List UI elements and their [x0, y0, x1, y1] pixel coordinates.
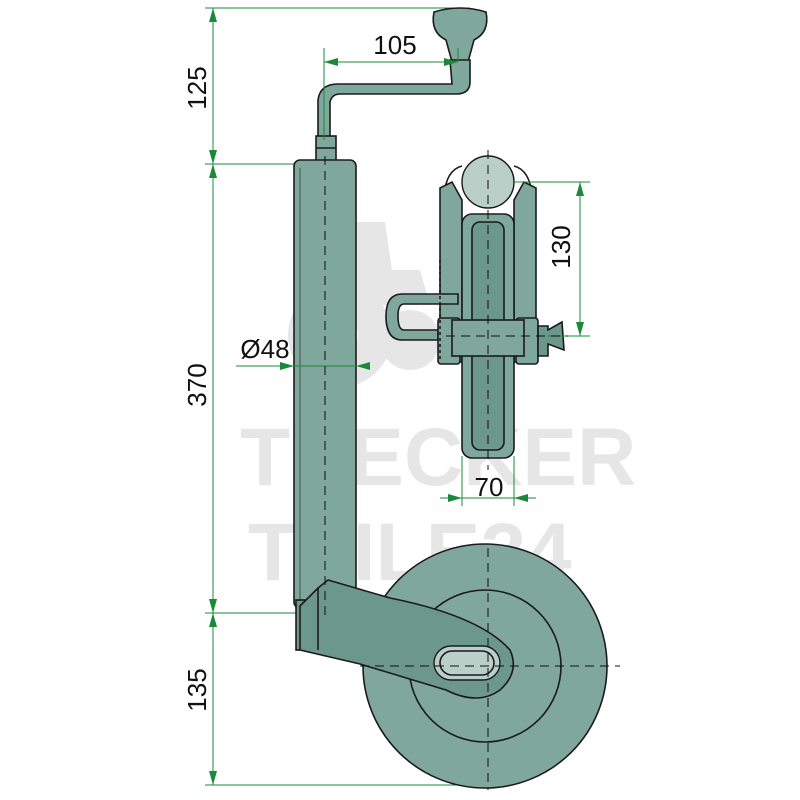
- dim-wheel-height: 135: [182, 668, 212, 711]
- center-lines: [324, 150, 620, 790]
- crank-handle: [315, 7, 488, 165]
- left-dimension-chain: [205, 7, 490, 786]
- dim-tube-diameter: Ø48: [240, 334, 289, 364]
- dim-crank-reach: 105: [373, 30, 416, 60]
- dim-crank-height: 125: [182, 66, 212, 109]
- tube-diameter-dimension: [236, 362, 370, 370]
- dim-tube-length: 370: [182, 363, 212, 406]
- dim-wheel-width: 70: [475, 472, 504, 502]
- dim-clamp-height: 130: [546, 225, 576, 268]
- clamp-height-dimension: [514, 181, 590, 337]
- wheel-width-dimension: [440, 456, 536, 506]
- crank-reach-dimension: [323, 48, 459, 140]
